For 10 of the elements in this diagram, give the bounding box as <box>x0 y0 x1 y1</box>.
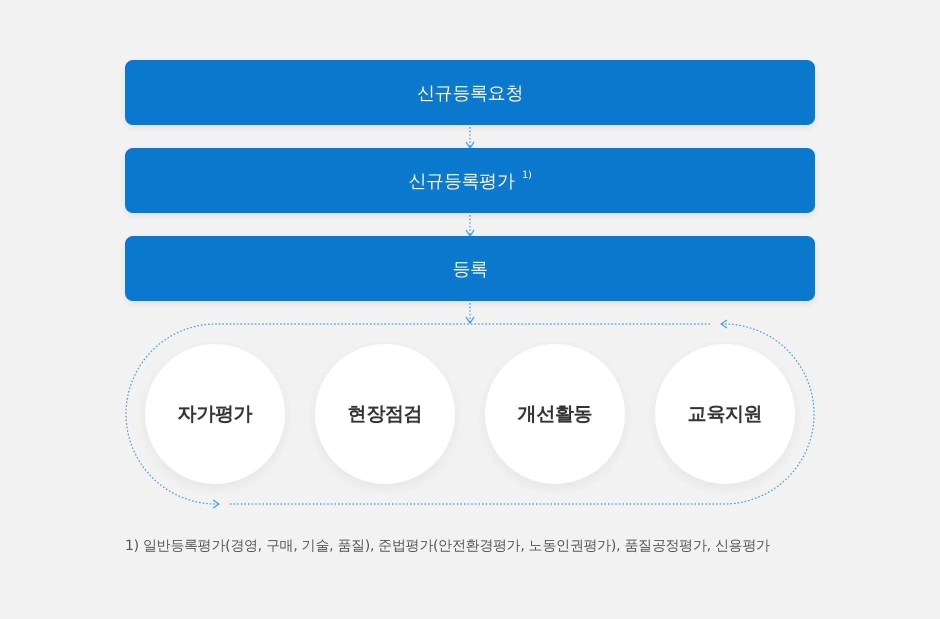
footnote: 1) 일반등록평가(경영, 구매, 기술, 품질), 준법평가(안전환경평가, 노동인권평가), 품질공정평가, 신용평가 <box>125 537 770 555</box>
dotted-arrow <box>465 215 475 237</box>
dotted-arrow <box>465 303 475 324</box>
process-step-bar <box>125 60 815 125</box>
process-step-bar <box>125 236 815 301</box>
step-label: 등록 <box>452 258 488 280</box>
step-label: 신규등록평가 $^{1)}$ <box>408 168 532 192</box>
process-step-bar <box>125 148 815 213</box>
dotted-arrow <box>465 127 475 149</box>
step-label: 신규등록요청 <box>416 82 524 104</box>
